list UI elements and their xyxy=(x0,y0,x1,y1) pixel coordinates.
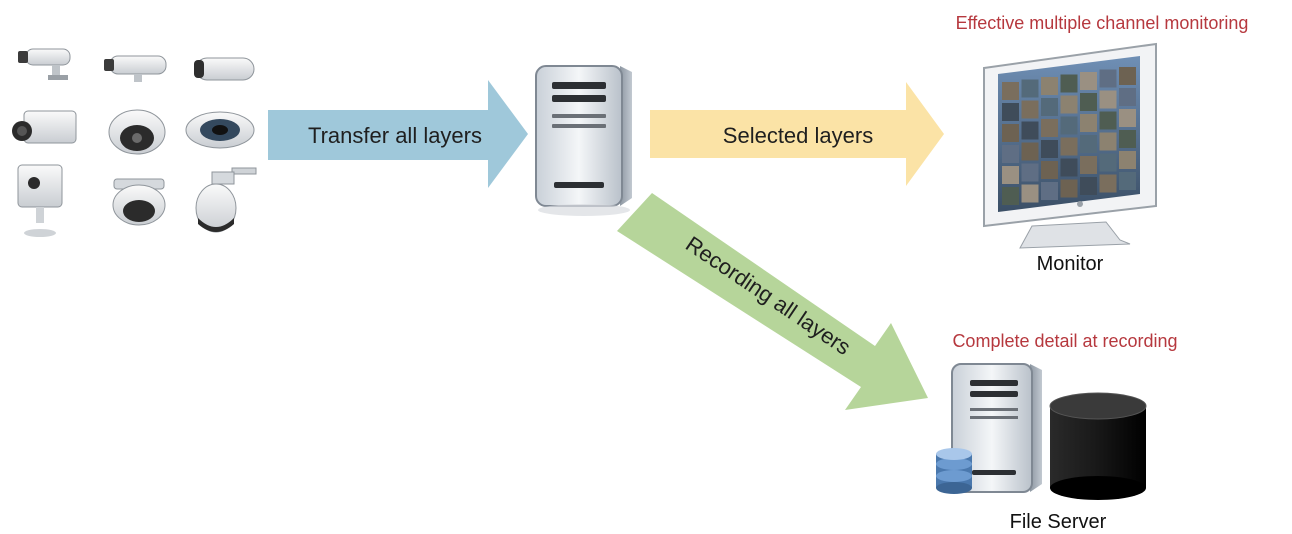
speed-dome-camera-icon xyxy=(195,167,257,233)
video-thumbnail xyxy=(1041,77,1058,95)
transfer-arrow-label: Transfer all layers xyxy=(308,123,482,148)
video-thumbnail xyxy=(1080,135,1097,153)
video-thumbnail xyxy=(1099,69,1117,88)
video-thumbnail xyxy=(1002,82,1019,100)
fisheye-camera-icon xyxy=(185,111,255,149)
transfer-arrow xyxy=(268,80,528,188)
video-thumbnail xyxy=(1099,111,1117,130)
video-thumbnail xyxy=(1119,130,1136,148)
video-thumbnail xyxy=(1080,156,1097,174)
recording-arrow-label: Recording all layers xyxy=(681,231,855,360)
video-thumbnail xyxy=(1041,140,1058,158)
cube-camera-icon xyxy=(17,164,63,237)
video-thumbnail xyxy=(1080,177,1097,195)
video-thumbnail xyxy=(1021,100,1039,119)
video-thumbnail xyxy=(1041,182,1058,200)
video-thumbnail xyxy=(1002,166,1019,184)
video-thumbnail xyxy=(1060,116,1078,135)
server-icon xyxy=(535,65,632,216)
video-thumbnail xyxy=(1021,79,1039,98)
monitor-icon xyxy=(983,42,1157,249)
video-thumbnail xyxy=(1021,121,1039,140)
dome-camera-icon xyxy=(112,178,166,226)
video-thumbnail xyxy=(1021,163,1039,182)
file-server-label: File Server xyxy=(1010,511,1107,533)
video-thumbnail xyxy=(1060,179,1078,198)
video-thumbnail xyxy=(1119,151,1136,169)
video-thumbnail xyxy=(1099,153,1117,172)
video-grid xyxy=(1002,67,1136,205)
monitor-label: Monitor xyxy=(1037,253,1104,275)
storage-cylinder-icon xyxy=(1049,392,1147,500)
video-thumbnail xyxy=(1119,67,1136,85)
bullet-camera-icon xyxy=(18,48,71,80)
video-thumbnail xyxy=(1002,124,1019,142)
file-server-caption: Complete detail at recording xyxy=(952,331,1177,351)
video-thumbnail xyxy=(1060,95,1078,114)
video-thumbnail xyxy=(1021,184,1039,203)
camera-group xyxy=(12,48,257,237)
video-thumbnail xyxy=(1080,114,1097,132)
bullet-camera-icon xyxy=(104,55,167,82)
video-thumbnail xyxy=(1119,109,1136,127)
video-thumbnail xyxy=(1060,158,1078,177)
video-thumbnail xyxy=(1099,174,1117,193)
video-thumbnail xyxy=(1099,90,1117,109)
selected-arrow xyxy=(650,82,944,186)
video-thumbnail xyxy=(1041,119,1058,137)
database-icon xyxy=(936,448,972,494)
bullet-camera-icon xyxy=(194,57,255,81)
dome-camera-icon xyxy=(108,109,166,155)
monitor-caption: Effective multiple channel monitoring xyxy=(956,13,1249,33)
recording-arrow xyxy=(617,193,928,410)
video-thumbnail xyxy=(1041,161,1058,179)
video-thumbnail xyxy=(1002,103,1019,121)
video-thumbnail xyxy=(1021,142,1039,161)
video-thumbnail xyxy=(1099,132,1117,151)
box-camera-icon xyxy=(12,110,77,144)
video-thumbnail xyxy=(1002,187,1019,205)
video-thumbnail xyxy=(1119,172,1136,190)
video-thumbnail xyxy=(1060,137,1078,156)
video-thumbnail xyxy=(1002,145,1019,163)
selected-arrow-label: Selected layers xyxy=(723,123,873,148)
video-thumbnail xyxy=(1041,98,1058,116)
video-thumbnail xyxy=(1060,74,1078,93)
video-thumbnail xyxy=(1080,72,1097,90)
file-server-icon xyxy=(936,363,1147,500)
video-thumbnail xyxy=(1119,88,1136,106)
video-thumbnail xyxy=(1080,93,1097,111)
